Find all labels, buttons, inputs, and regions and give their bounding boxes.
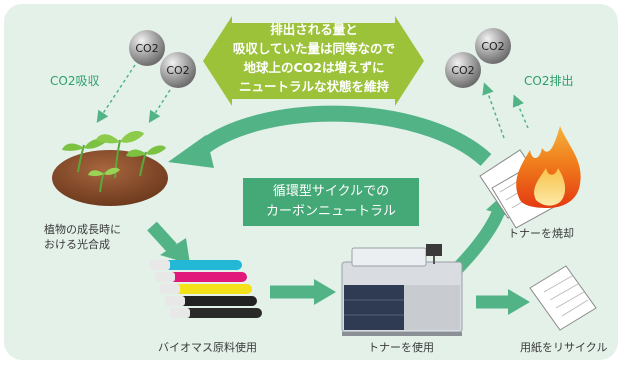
co2-bubble: CO2	[129, 30, 165, 66]
banner-line: 地球上のCO2は増えずに	[243, 60, 385, 75]
return-arrow-head	[168, 135, 214, 168]
toner-cartridges-illustration	[150, 260, 262, 318]
balance-banner	[203, 16, 424, 106]
cycle-title-line: カーボンニュートラル	[265, 204, 396, 219]
banner-line: 排出される量と	[270, 22, 358, 37]
burning-papers-illustration	[479, 126, 581, 229]
co2-emit-arrow-2	[512, 94, 529, 129]
return-arrow	[194, 105, 492, 167]
printer-to-burn-arrow	[453, 205, 507, 273]
co2-bubble: CO2	[160, 52, 196, 88]
banner-line: ニュートラルな状態を維持	[238, 79, 389, 94]
plant-to-biomass-arrow	[147, 221, 177, 253]
recycle-paper-label: 用紙をリサイクル	[520, 341, 608, 354]
plant-label-line: おける光合成	[44, 238, 110, 251]
svg-text:CO2: CO2	[166, 64, 189, 77]
co2-absorb-label: CO2吸収	[50, 74, 100, 88]
paper-illustration	[529, 265, 597, 331]
svg-text:CO2: CO2	[481, 40, 504, 53]
banner-line: 吸収していた量は同等なので	[232, 41, 396, 56]
banner-text: 排出される量と 吸収していた量は同等なので 地球上のCO2は増えずに ニュートラ…	[214, 20, 414, 96]
co2-emit-arrow-1	[482, 82, 505, 139]
plant-label-line: 植物の成長時に	[44, 223, 121, 236]
plant-illustration	[52, 131, 168, 206]
plant-label: 植物の成長時に おける光合成	[44, 222, 121, 252]
burn-toner-label: トナーを焼却	[508, 227, 574, 240]
svg-text:CO2: CO2	[451, 64, 474, 77]
co2-emit-label: CO2排出	[524, 74, 574, 88]
biomass-label: バイオマス原料使用	[158, 341, 257, 354]
printer-illustration	[341, 244, 463, 336]
co2-absorb-arrow-2	[148, 89, 171, 124]
co2-bubble: CO2	[445, 52, 481, 88]
cycle-title-box: 循環型サイクルでの カーボンニュートラル	[243, 178, 419, 226]
co2-absorb-arrow-1	[96, 64, 136, 124]
cycle-title-line: 循環型サイクルでの	[272, 184, 390, 199]
svg-text:CO2: CO2	[135, 42, 158, 55]
co2-bubble: CO2	[475, 28, 511, 64]
use-toner-label: トナーを使用	[368, 341, 434, 354]
